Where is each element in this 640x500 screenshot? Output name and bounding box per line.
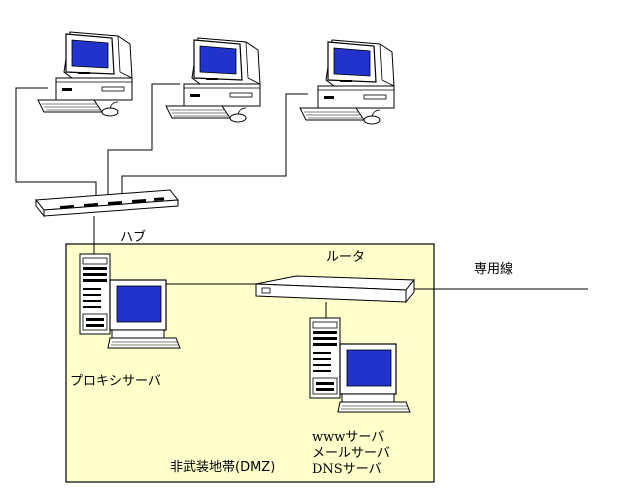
proxy-server-label: プロキシサーバ bbox=[70, 374, 161, 389]
client-pc-3 bbox=[299, 39, 395, 125]
dns-server-label: DNSサーバ bbox=[312, 462, 382, 477]
cable-client-2 bbox=[107, 83, 180, 196]
router-label: ルータ bbox=[326, 250, 366, 265]
leased-line-label: 専用線 bbox=[474, 262, 514, 277]
mail-server-label: メールサーバ bbox=[312, 446, 390, 461]
cable-client-1 bbox=[15, 87, 97, 196]
client-pc-2 bbox=[165, 37, 261, 123]
hub-label: ハブ bbox=[120, 230, 147, 245]
cable-client-3 bbox=[121, 93, 308, 196]
dmz-label: 非武装地帯(DMZ) bbox=[170, 460, 276, 475]
client-pc-1 bbox=[37, 31, 133, 117]
hub-icon bbox=[35, 189, 179, 218]
www-server-label: wwwサーバ bbox=[312, 430, 385, 445]
router-icon bbox=[255, 275, 416, 304]
